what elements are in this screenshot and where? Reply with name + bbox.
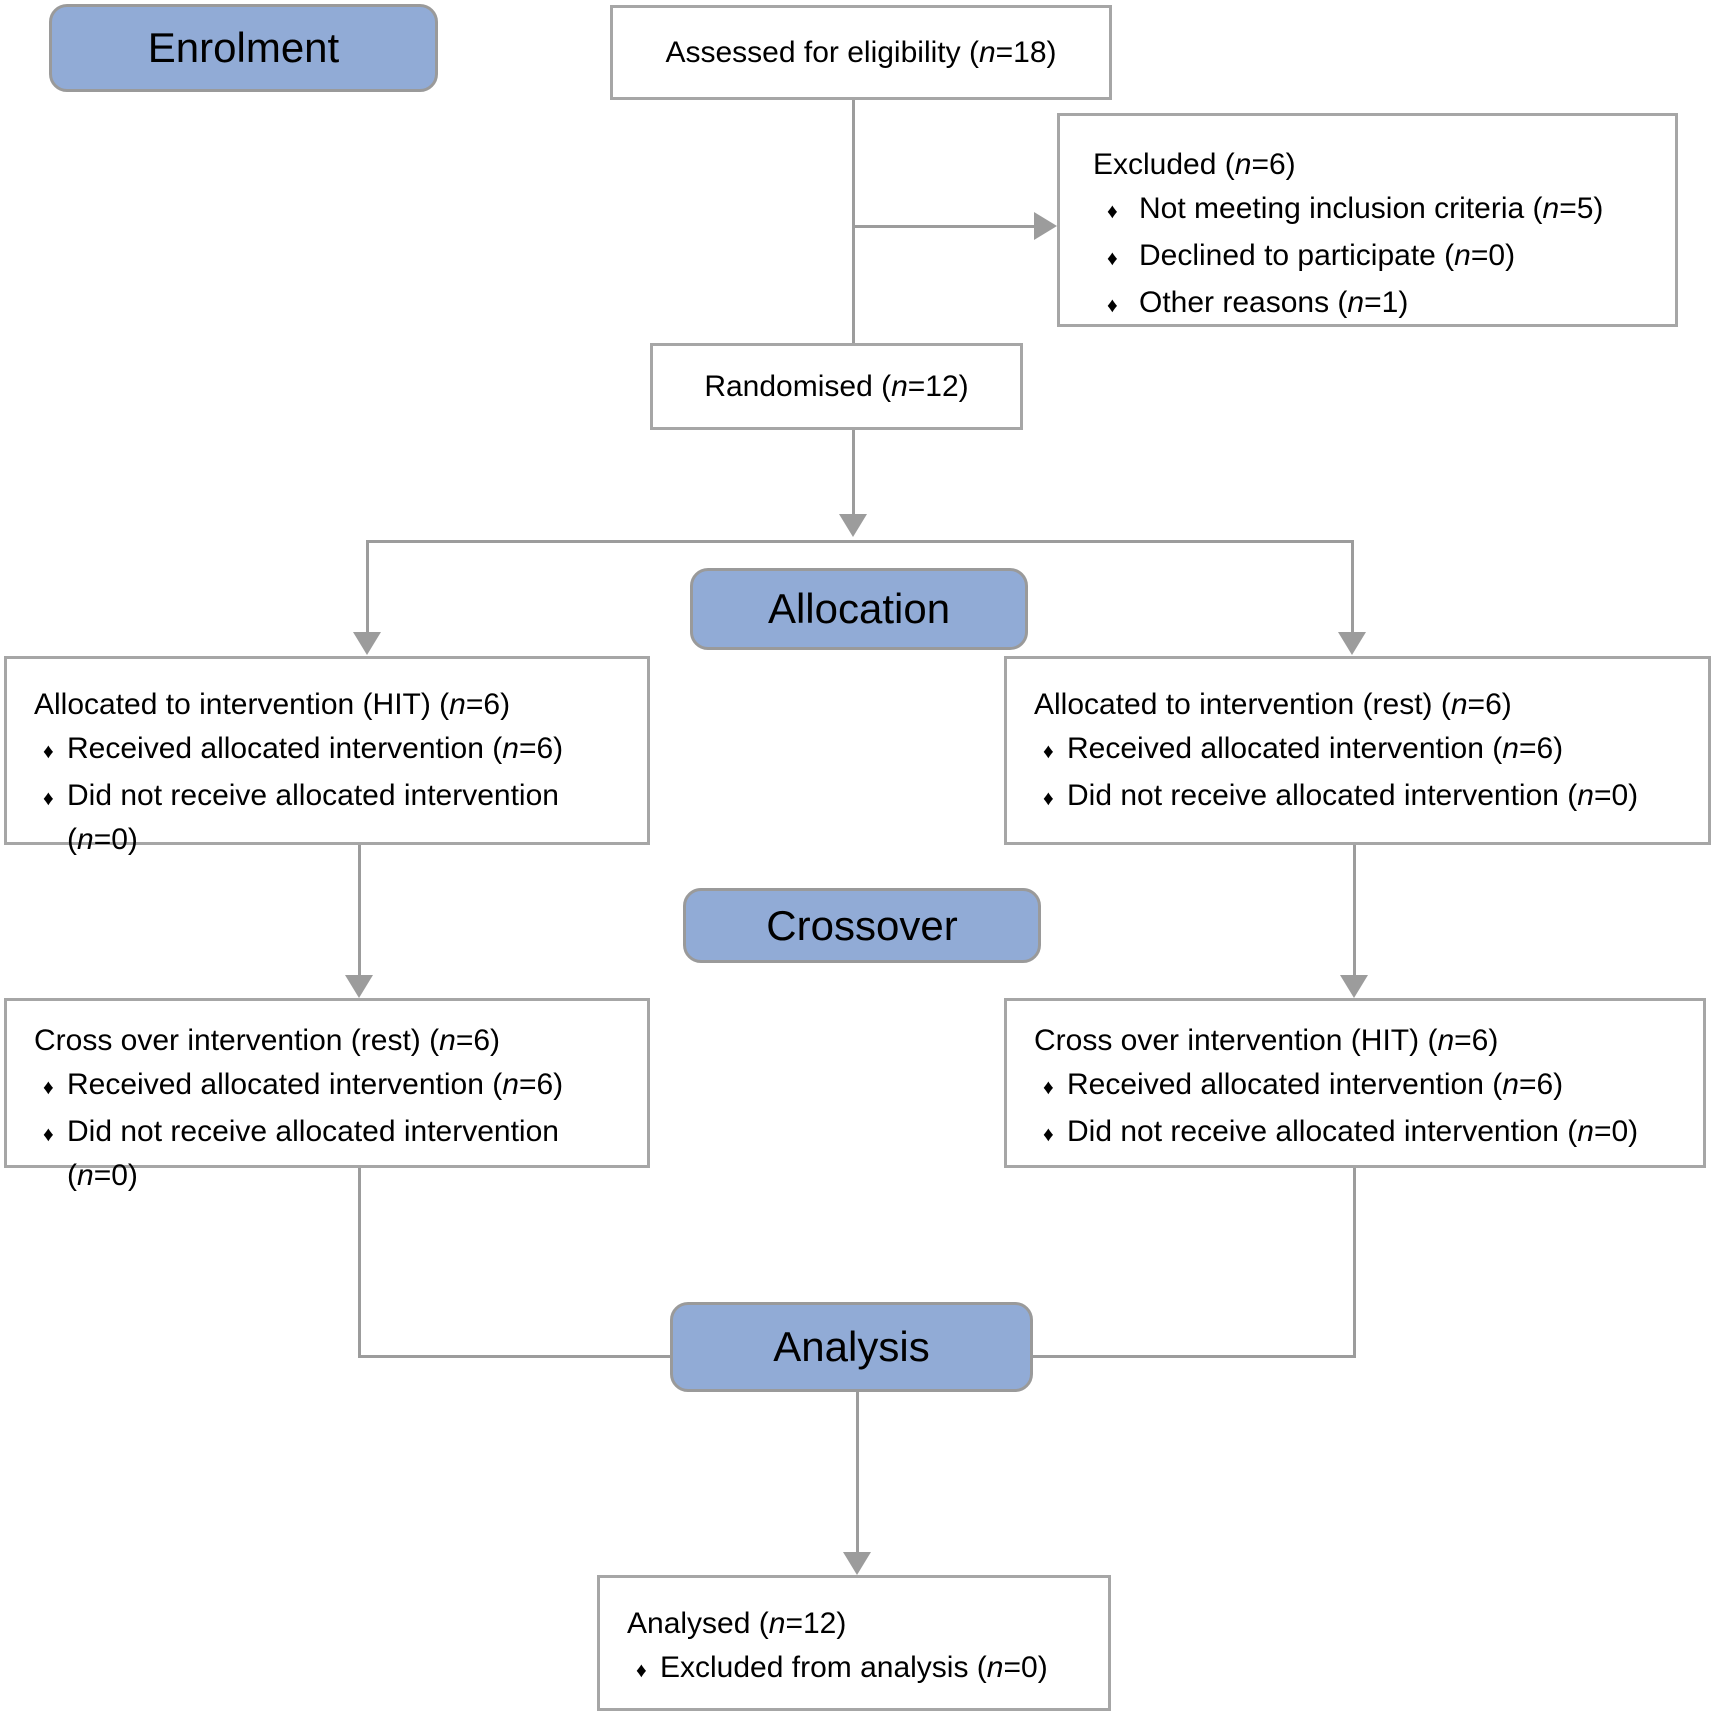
bullet-diamond-icon: ♦ <box>1043 1076 1054 1099</box>
connector-to-excluded <box>853 225 1037 228</box>
list-item: ♦ Declined to participate (n=0) <box>1093 234 1665 281</box>
band-label: Analysis <box>773 1323 930 1370</box>
box-title: Cross over intervention (rest) (n=6) <box>34 1024 501 1057</box>
connector-assessed-to-randomised <box>852 100 855 343</box>
bullet-diamond-icon: ♦ <box>1043 1123 1054 1146</box>
list-item: ♦ Did not receive allocated intervention… <box>1034 774 1698 821</box>
list-item: ♦ Did not receive allocated intervention… <box>1034 1110 1693 1157</box>
box-analysed: Analysed (n=12) ♦ Excluded from analysis… <box>597 1575 1111 1711</box>
box-crossover-hit: Cross over intervention (HIT) (n=6) ♦ Re… <box>1004 998 1706 1168</box>
connector-analysis-to-analysed <box>856 1392 859 1552</box>
connector-alloc-right-to-cross-right <box>1353 845 1356 976</box>
bullet-diamond-icon: ♦ <box>43 787 54 810</box>
list-item: ♦ Not meeting inclusion criteria (n=5) <box>1093 187 1665 234</box>
arrowhead-into-analysed <box>843 1552 871 1575</box>
list-item: ♦ Received allocated intervention (n=6) <box>1034 1063 1693 1110</box>
band-crossover: Crossover <box>683 888 1041 963</box>
arrowhead-into-alloc-right <box>1338 632 1366 655</box>
connector-randomised-down <box>852 430 855 514</box>
list-item: ♦ Excluded from analysis (n=0) <box>627 1646 1098 1693</box>
arrowhead-into-cross-left <box>345 975 373 998</box>
list-item: ♦ Did not receive allocated intervention… <box>43 779 559 856</box>
band-label: Allocation <box>767 585 951 632</box>
bullet-diamond-icon: ♦ <box>1107 200 1118 223</box>
band-label: Crossover <box>766 901 958 949</box>
connector-allocation-branch <box>366 540 1354 543</box>
bullet-diamond-icon: ♦ <box>1107 247 1118 270</box>
bullet-diamond-icon: ♦ <box>1043 740 1054 763</box>
list-item: ♦ Other reasons (n=1) <box>1093 281 1665 328</box>
bullet-diamond-icon: ♦ <box>43 1123 54 1146</box>
bullet-diamond-icon: ♦ <box>43 740 54 763</box>
band-label: Enrolment <box>147 24 340 71</box>
arrowhead-into-cross-right <box>1340 975 1368 998</box>
box-title: Allocated to intervention (rest) (n=6) <box>1034 688 1512 721</box>
box-randomised: Randomised (n=12) <box>650 343 1023 430</box>
bullet-diamond-icon: ♦ <box>1043 787 1054 810</box>
box-excluded: Excluded (n=6) ♦ Not meeting inclusion c… <box>1057 113 1678 327</box>
box-title: Excluded (n=6) <box>1093 148 1296 181</box>
arrowhead-randomised-down <box>839 514 867 537</box>
box-title: Analysed (n=12) <box>627 1607 847 1640</box>
box-title: Cross over intervention (HIT) (n=6) <box>1034 1024 1499 1057</box>
band-allocation: Allocation <box>690 568 1028 650</box>
connector-alloc-left-to-cross-left <box>358 845 361 976</box>
bullet-diamond-icon: ♦ <box>1107 294 1118 317</box>
box-title: Allocated to intervention (HIT) (n=6) <box>34 688 511 721</box>
arrowhead-into-excluded <box>1034 212 1057 240</box>
arrowhead-into-alloc-left <box>353 632 381 655</box>
band-analysis: Analysis <box>670 1302 1033 1392</box>
box-title: Randomised (n=12) <box>704 369 969 403</box>
connector-branch-left <box>366 540 369 632</box>
list-item: ♦ Did not receive allocated intervention… <box>43 1115 559 1192</box>
list-item: ♦ Received allocated intervention (n=6) <box>34 1063 637 1110</box>
connector-cross-left-down <box>358 1168 361 1358</box>
box-allocated-hit: Allocated to intervention (HIT) (n=6) ♦ … <box>4 656 650 856</box>
box-title: Assessed for eligibility (n=18) <box>665 35 1057 69</box>
list-item: ♦ Received allocated intervention (n=6) <box>34 727 637 774</box>
list-item: ♦ Received allocated intervention (n=6) <box>1034 727 1698 774</box>
bullet-diamond-icon: ♦ <box>43 1076 54 1099</box>
box-allocated-rest: Allocated to intervention (rest) (n=6) ♦… <box>1004 656 1711 845</box>
connector-branch-right <box>1351 540 1354 632</box>
box-assessed-for-eligibility: Assessed for eligibility (n=18) <box>610 5 1112 100</box>
box-crossover-rest: Cross over intervention (rest) (n=6) ♦ R… <box>4 998 650 1192</box>
band-enrolment: Enrolment <box>49 4 438 92</box>
connector-cross-right-down <box>1353 1168 1356 1358</box>
bullet-diamond-icon: ♦ <box>636 1659 647 1682</box>
